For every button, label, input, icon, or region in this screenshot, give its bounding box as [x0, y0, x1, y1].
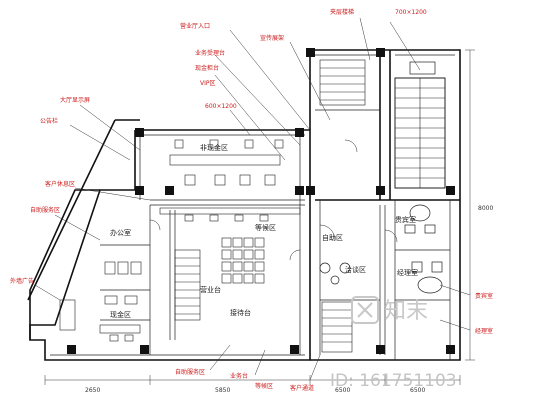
- watermark-id: ID: 161751103: [330, 371, 457, 391]
- dim-3: 6500: [335, 387, 350, 394]
- callout-bottom-3: 等候区: [255, 382, 273, 390]
- office-furniture: [159, 139, 301, 222]
- callout-top-right: 夹层楼梯: [330, 8, 354, 16]
- dim-side: 8000: [478, 205, 493, 212]
- watermark-logo: [351, 296, 379, 324]
- callout-left-1: 大厅显示屏: [60, 96, 90, 104]
- left-desks: [59, 261, 142, 342]
- waiting-seats: [221, 237, 265, 284]
- callout-right-1: 贵宾室: [475, 292, 493, 300]
- dim-4: 6500: [410, 387, 425, 394]
- room-label-waiting: 等候区: [255, 223, 276, 232]
- callout-mid-1: 宣传展架: [260, 34, 284, 42]
- room-label-counter: 营业台: [200, 285, 221, 294]
- dim-2: 5850: [215, 387, 230, 394]
- leader-lines: [34, 17, 471, 381]
- callout-bottom-2: 业务台: [230, 372, 248, 380]
- room-label-manager: 经理室: [397, 268, 418, 277]
- door-swings: [149, 139, 398, 261]
- callout-bottom-4: 客户通道: [290, 384, 314, 392]
- room-label-reception: 接待台: [230, 308, 251, 317]
- room-label-meeting: 洽谈区: [345, 265, 366, 274]
- room-label-non-cash: 非现金区: [200, 143, 228, 152]
- callout-mid-dim: 600×1200: [205, 103, 237, 110]
- callout-left-3: 客户休息区: [45, 180, 75, 188]
- callout-mid-2: 业务受理台: [195, 49, 225, 57]
- callout-top-center: 营业厅入口: [180, 22, 210, 30]
- dim-1: 2650: [85, 387, 100, 394]
- inner-walls: [50, 54, 455, 360]
- callout-top-right-dim: 700×1200: [395, 9, 427, 16]
- lounge-furniture: [319, 61, 443, 294]
- staircase-bottom: [321, 301, 353, 353]
- callout-left-2: 公告栏: [40, 117, 58, 125]
- room-label-self-service: 自助区: [322, 233, 343, 242]
- room-label-vip: 贵宾室: [395, 215, 416, 224]
- callout-left-5: 外墙广告: [10, 277, 34, 285]
- staircase-left: [174, 249, 201, 321]
- callout-right-2: 经理室: [475, 327, 493, 335]
- callout-bottom-1: 自助服务区: [175, 368, 205, 376]
- room-label-cash: 现金区: [110, 310, 131, 319]
- watermark-site-name: 知末: [384, 299, 428, 324]
- callout-left-4: 自助服务区: [30, 206, 60, 214]
- staircase-top: [319, 59, 366, 106]
- callout-mid-3: 现金柜台: [195, 64, 219, 72]
- staircase-right: [394, 77, 446, 189]
- outer-walls: [27, 49, 461, 361]
- room-label-office: 办公室: [110, 228, 131, 237]
- dimension-lines: [44, 49, 475, 385]
- callout-mid-4: VIP区: [200, 80, 216, 87]
- columns: [67, 48, 455, 354]
